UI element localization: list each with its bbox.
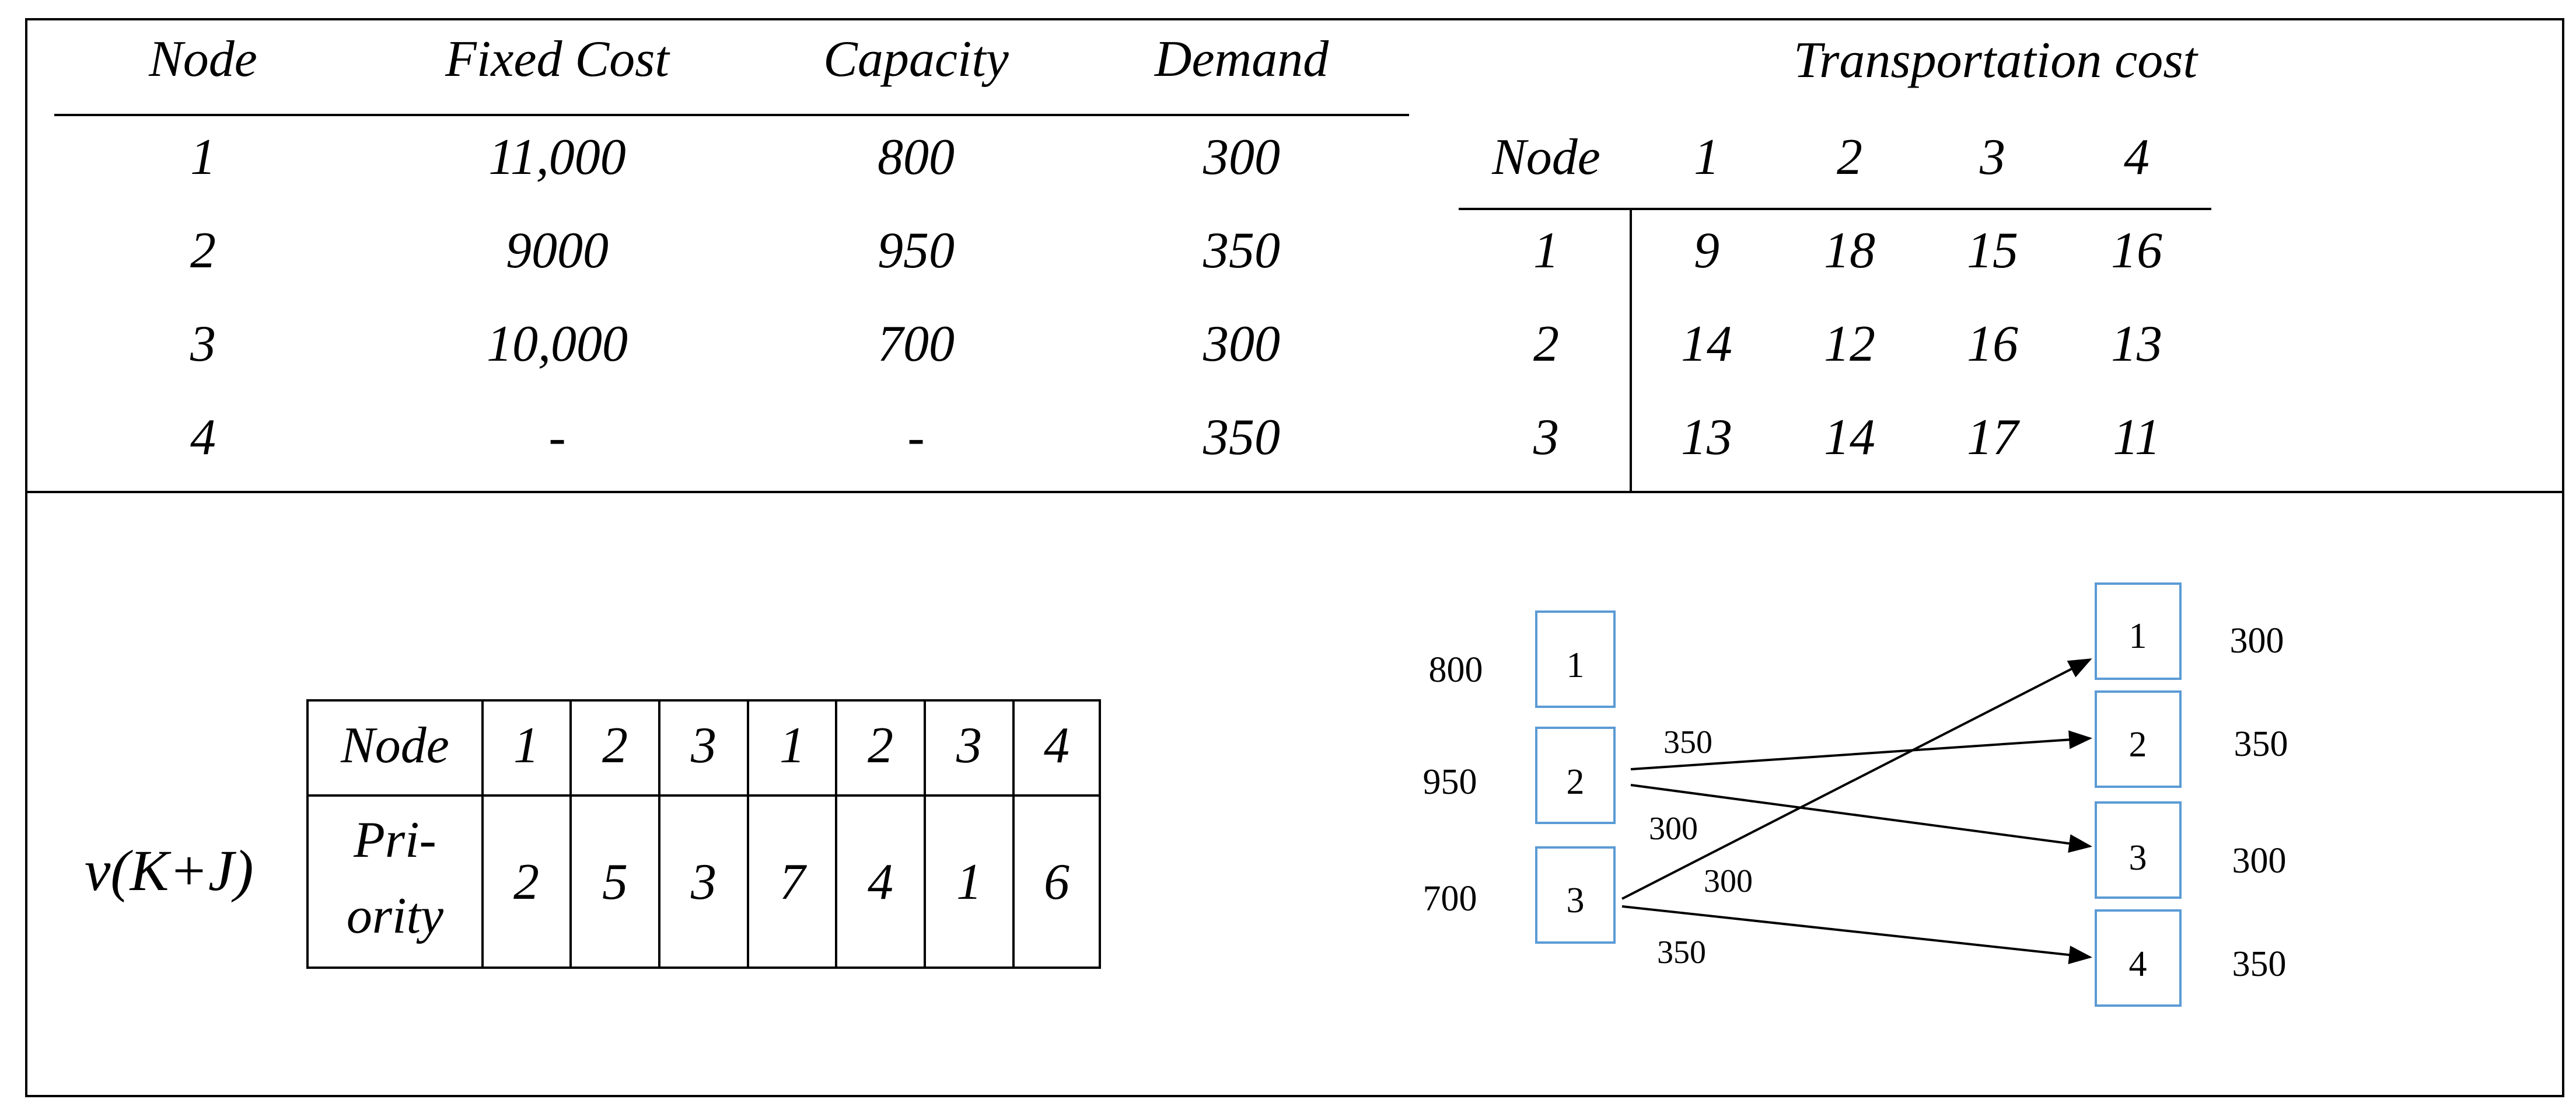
node-table-cell: 4 (190, 409, 216, 466)
sink-node-id: 4 (2129, 944, 2147, 984)
priority-table-value: 1 (956, 854, 982, 910)
node-table-cell: 950 (878, 222, 955, 279)
priority-table-value: 4 (868, 854, 893, 910)
transport-table-cell: 16 (1967, 316, 2018, 372)
node-table-cell: 10,000 (487, 316, 628, 372)
transport-table-cell: 13 (2111, 316, 2162, 372)
source-node-id: 2 (1567, 762, 1585, 802)
transport-table-header-2: 2 (1837, 129, 1862, 186)
priority-table-node: 1 (780, 717, 805, 774)
source-capacity-label: 800 (1429, 650, 1483, 690)
priority-table-node: 3 (690, 717, 716, 774)
sink-node-box (2095, 801, 2182, 899)
outer-border (25, 18, 2564, 1097)
node-table-cell: 300 (1203, 129, 1280, 186)
sink-demand-label: 350 (2234, 724, 2288, 764)
source-node-id: 3 (1567, 881, 1585, 920)
flow-arrow (1621, 905, 2092, 965)
source-capacity-label: 950 (1423, 762, 1477, 802)
transport-table-cell: 17 (1967, 409, 2021, 466)
transport-table-header-4: 4 (2124, 129, 2149, 186)
transport-table: Transportation cost Node 1 2 3 4 1 9 18 … (1459, 32, 2211, 492)
transport-table-cell: 11 (2113, 409, 2160, 466)
sink-node-box (2095, 690, 2182, 788)
transport-table-cell: 14 (1824, 409, 1875, 466)
node-table: Node Fixed Cost Capacity Demand 1 11,000… (54, 31, 1409, 466)
priority-table-node: 3 (956, 717, 982, 774)
priority-table-node: 4 (1044, 717, 1069, 774)
flow-arrow (1630, 784, 2092, 853)
node-table-cell: 2 (190, 222, 216, 279)
source-node-box (1535, 610, 1616, 708)
flow-amount-label: 300 (1704, 863, 1753, 899)
source-node-id: 1 (1567, 646, 1585, 685)
node-table-cell: - (548, 409, 565, 466)
transport-table-cell: 15 (1967, 222, 2018, 279)
priority-table-border (306, 699, 1101, 969)
source-node-box (1535, 846, 1616, 944)
transport-table-cell: 16 (2111, 222, 2162, 279)
node-table-header-capacity: Capacity (823, 31, 1009, 88)
node-table-cell: 700 (878, 316, 955, 372)
flow-amount-label: 350 (1657, 934, 1706, 971)
node-table-header-demand: Demand (1154, 31, 1329, 88)
transport-table-cell: 1 (1533, 222, 1559, 279)
source-capacity-label: 700 (1423, 879, 1477, 919)
sink-demand-label: 300 (2232, 841, 2287, 881)
flow-arrow (1630, 730, 2092, 770)
flow-amount-label: 350 (1663, 724, 1712, 760)
flow-amount-label: 300 (1649, 811, 1698, 847)
priority-table-header-label: Node (340, 717, 449, 774)
transport-table-cell: 14 (1681, 316, 1732, 372)
sink-node-id: 3 (2129, 838, 2147, 878)
transport-table-cell: 12 (1824, 316, 1875, 372)
node-table-cell: 800 (878, 129, 955, 186)
source-node-box (1535, 727, 1616, 824)
sink-demand-label: 300 (2230, 621, 2284, 661)
transport-table-cell: 9 (1694, 222, 1719, 279)
node-table-cell: 9000 (506, 222, 609, 279)
priority-table-value: 6 (1044, 854, 1069, 910)
sink-node-id: 1 (2129, 616, 2147, 656)
priority-table-value: 7 (780, 854, 808, 910)
node-table-cell: 1 (190, 129, 216, 186)
node-table-header-fixed-cost: Fixed Cost (445, 31, 670, 88)
priority-table-node: 2 (602, 717, 628, 774)
sink-node-box (2095, 582, 2182, 680)
transport-table-cell: 2 (1533, 316, 1559, 372)
transport-table-header-node: Node (1491, 129, 1600, 186)
priority-table-value: 5 (602, 854, 628, 910)
node-table-cell: 11,000 (488, 129, 625, 186)
transport-table-cell: 3 (1533, 409, 1559, 466)
priority-table-node: 2 (868, 717, 893, 774)
node-table-cell: - (907, 409, 924, 466)
node-table-cell: 300 (1203, 316, 1280, 372)
priority-table-row-label-line2: ority (347, 888, 444, 944)
priority-label: v(K+J) (85, 838, 254, 903)
node-table-header-node: Node (148, 31, 257, 88)
priority-table-node: 1 (513, 717, 539, 774)
node-table-cell: 3 (190, 316, 216, 372)
node-table-cell: 350 (1203, 409, 1280, 466)
priority-table-value: 3 (690, 854, 716, 910)
transport-table-header-3: 3 (1979, 129, 2005, 186)
priority-table: v(K+J) Node 1 2 3 1 2 3 4 Pri- ority 2 5… (85, 699, 1101, 969)
sink-demand-label: 350 (2232, 944, 2287, 984)
node-table-cell: 350 (1203, 222, 1280, 279)
transport-table-header-1: 1 (1694, 129, 1719, 186)
transport-table-cell: 13 (1681, 409, 1732, 466)
sink-node-box (2095, 909, 2182, 1007)
priority-table-row-label-line1: Pri- (353, 812, 436, 868)
flow-arrow (1621, 658, 2092, 900)
transport-table-title: Transportation cost (1794, 32, 2198, 89)
network-diagram: 800 950 700 1 2 3 1 2 3 4 300 350 300 35… (1423, 582, 2288, 1007)
sink-node-id: 2 (2129, 725, 2147, 765)
priority-table-value: 2 (513, 854, 539, 910)
transport-table-cell: 18 (1824, 222, 1875, 279)
